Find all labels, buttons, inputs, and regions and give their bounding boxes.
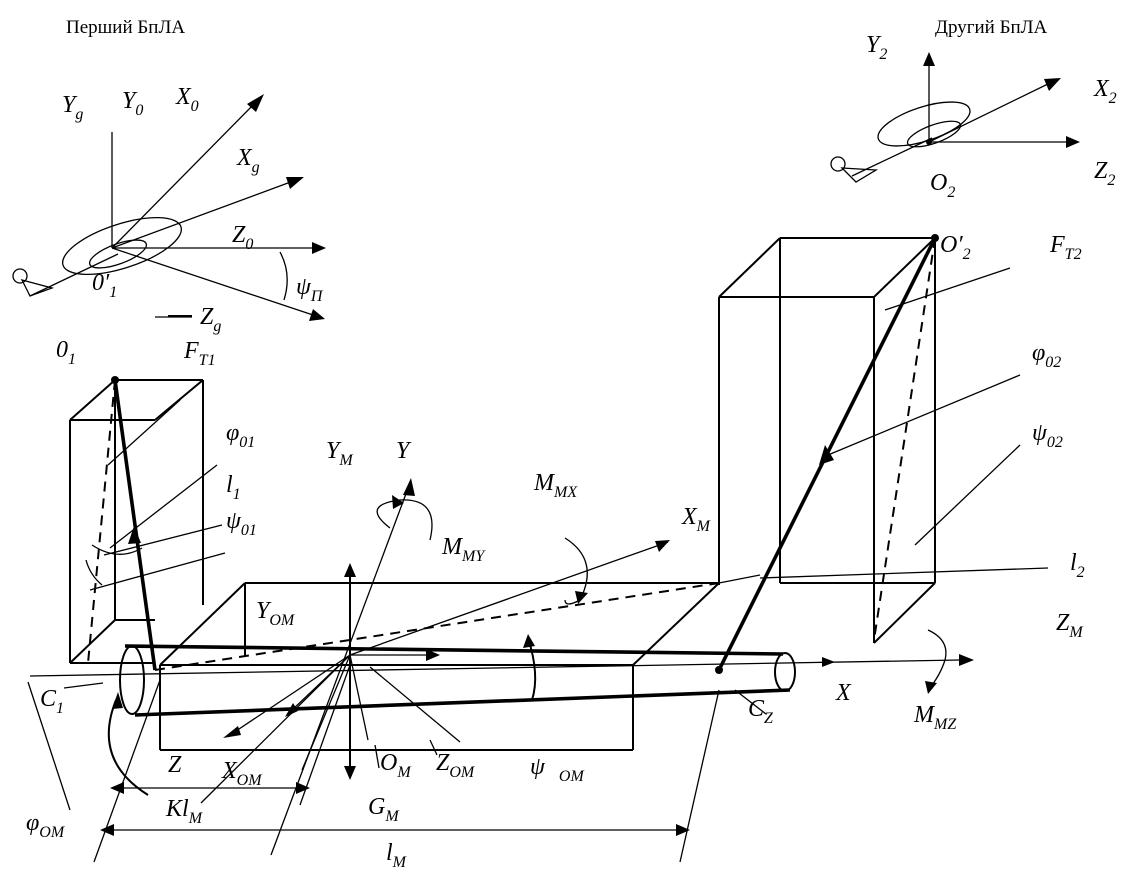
label-yom: YOM <box>256 598 296 629</box>
axis-zg <box>111 247 317 317</box>
axis-y <box>270 482 411 856</box>
uav1-boom <box>29 253 119 297</box>
label-psi01: ψ01 <box>226 508 257 539</box>
cylinder <box>119 644 796 717</box>
label-o1: 01 <box>56 337 76 368</box>
caption-first-uav: Перший БпЛА <box>66 17 185 38</box>
label-o2: O2 <box>930 170 955 201</box>
labels: Yg Y0 X0 Xg Z0 0′1 ψП Zg Y2 X2 Z2 O2 O′2… <box>26 32 1117 871</box>
label-lm: lM <box>386 840 408 871</box>
label-xm: XM <box>681 504 712 535</box>
label-z: Z <box>168 752 182 778</box>
label-psi02: ψ02 <box>1032 420 1063 451</box>
label-yg: Yg <box>62 92 83 123</box>
label-mmz: MMZ <box>913 702 957 733</box>
label-c1: C1 <box>40 686 64 717</box>
uav1-tail-rotor <box>12 268 28 284</box>
rotor2-disk-small <box>906 120 962 148</box>
label-xg: Xg <box>236 145 260 176</box>
label-l2: l2 <box>1070 550 1085 581</box>
label-z0: Z0 <box>232 222 253 253</box>
label-ft2: FT2 <box>1049 232 1082 263</box>
label-o2-prime: O′2 <box>940 232 971 263</box>
label-ft1: FT1 <box>183 338 216 369</box>
label-y0: Y0 <box>122 88 143 119</box>
uav2-boom <box>851 137 933 177</box>
label-l1: l1 <box>226 472 241 503</box>
label-mmx: MMX <box>533 470 578 501</box>
rotor-disk-large <box>61 216 183 276</box>
cable-1 <box>113 379 157 671</box>
label-phi-om: φOM <box>26 810 66 841</box>
uav2-tail-rotor <box>830 156 846 172</box>
central-axes <box>29 478 974 856</box>
rotor-disk-small <box>88 239 148 269</box>
label-x0: X0 <box>175 84 199 115</box>
first-uav-frames <box>12 94 326 321</box>
label-ym: YM <box>326 438 354 469</box>
label-mmy: MMY <box>441 534 486 565</box>
label-gm: GM <box>368 794 400 825</box>
moments <box>27 495 947 811</box>
label-zg: Zg <box>200 304 221 335</box>
label-zom: ZOM <box>436 750 476 781</box>
left-box <box>69 376 226 671</box>
label-o1-prime: 0′1 <box>92 270 117 301</box>
label-phi01: φ01 <box>226 420 255 451</box>
axis-x0 <box>111 99 259 249</box>
axis-xg <box>111 179 297 249</box>
uav1-tail <box>20 279 55 297</box>
label-y: Y <box>396 438 412 464</box>
label-y2: Y2 <box>866 32 887 63</box>
label-psi-p: ψП <box>296 274 324 305</box>
label-cz: CZ <box>748 696 774 727</box>
label-zm: ZM <box>1056 610 1084 641</box>
label-klm: KlM <box>165 796 204 827</box>
label-z2: Z2 <box>1094 158 1115 189</box>
label-x: X <box>835 680 852 706</box>
right-box <box>717 237 937 671</box>
label-x2: X2 <box>1093 76 1117 107</box>
axis-z-m <box>29 659 961 677</box>
axis-x-m <box>349 541 669 656</box>
second-uav-frames <box>830 52 1080 183</box>
label-xom: XOM <box>221 758 263 789</box>
caption-second-uav: Другий БпЛА <box>935 17 1048 38</box>
uav2-tail <box>840 167 879 183</box>
leader-lines <box>63 234 1049 715</box>
label-phi02: φ02 <box>1032 340 1061 371</box>
label-om: OM <box>380 750 412 781</box>
load-box <box>154 582 720 751</box>
dimension-lines <box>93 664 720 863</box>
psi-p-arc <box>279 251 288 301</box>
